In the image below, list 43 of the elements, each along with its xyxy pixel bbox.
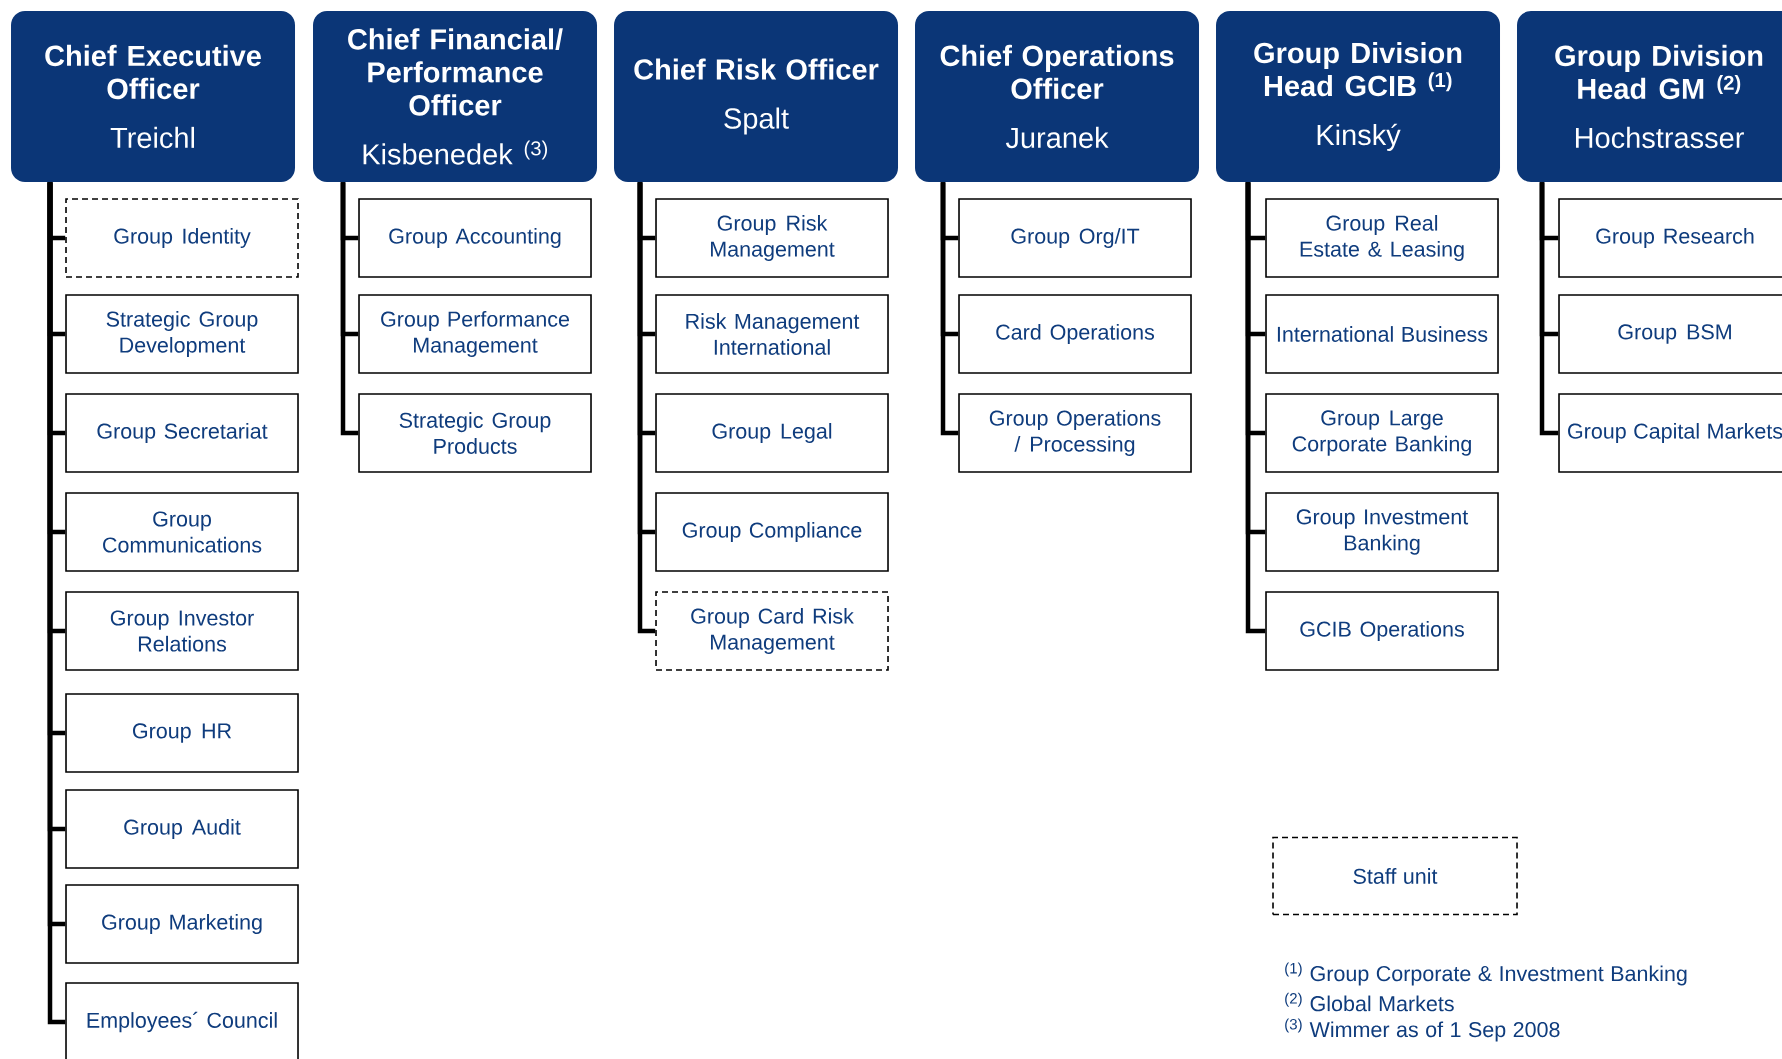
unit-box: Card Operations: [958, 294, 1192, 374]
unit-box: Strategic Group Development: [65, 294, 299, 374]
unit-box: Group Large Corporate Banking: [1265, 393, 1499, 473]
unit-box: Group Real Estate & Leasing: [1265, 198, 1499, 278]
unit-box: Group Compliance: [655, 492, 889, 572]
footnote: $^{(2)}$ Global Markets: [1285, 992, 1454, 1012]
legend-sample: Staff unit: [1272, 836, 1518, 916]
unit-box: Employees´ Council: [65, 982, 299, 1059]
unit-box: Group Audit: [65, 789, 299, 869]
unit-box: Group Secretariat: [65, 393, 299, 473]
unit-box: Group HR: [65, 693, 299, 773]
officer-header-box: Chief Risk Officer Spalt: [614, 11, 898, 182]
officer-header-box: Chief Financial/ Performance Officer Kisbenedek $^{(3)}$: [313, 11, 597, 182]
unit-box: Risk Management International: [655, 294, 889, 374]
dashed-unit-box: Group Card Risk Management: [655, 591, 889, 671]
unit-box: Group Marketing: [65, 884, 299, 964]
unit-box: Group Performance Management: [358, 294, 592, 374]
officer-header-box: Chief Operations Officer Juranek: [915, 11, 1199, 182]
unit-box: Group Capital Markets: [1558, 393, 1782, 473]
unit-box: Group Investment Banking: [1265, 492, 1499, 572]
unit-box: Group Accounting: [358, 198, 592, 278]
unit-box: Group Operations / Processing: [958, 393, 1192, 473]
connector-line: [1245, 182, 1266, 634]
unit-box: Group Investor Relations: [65, 591, 299, 671]
officer-header-box: Chief Executive Officer Treichl: [11, 11, 295, 182]
officer-header-box: Group Division Head GCIB $^{(1)}$ Kinský: [1216, 11, 1500, 182]
unit-box: Group Risk Management: [655, 198, 889, 278]
connector-line: [340, 182, 359, 436]
officer-header-box: Group Division Head GM $^{(2)}$ Hochstrasser: [1517, 11, 1782, 182]
dashed-unit-box: Group Identity: [65, 198, 299, 278]
footnote: $^{(3)}$ Wimmer as of 1 Sep 2008: [1285, 1018, 1560, 1042]
connector-line: [940, 182, 959, 436]
unit-box: Group Org/IT: [958, 198, 1192, 278]
unit-box: Group Research: [1558, 198, 1782, 278]
unit-box: Strategic Group Products: [358, 393, 592, 473]
connector-line: [1539, 182, 1559, 436]
connector-line: [637, 182, 656, 634]
footnote: $^{(1)}$ Group Corporate & Investment Banking: [1285, 962, 1687, 986]
unit-box: GCIB Operations: [1265, 591, 1499, 671]
unit-box: Group Communications: [65, 492, 299, 572]
unit-box: International Business: [1265, 294, 1499, 374]
unit-box: Group Legal: [655, 393, 889, 473]
unit-box: Group BSM: [1558, 294, 1782, 374]
